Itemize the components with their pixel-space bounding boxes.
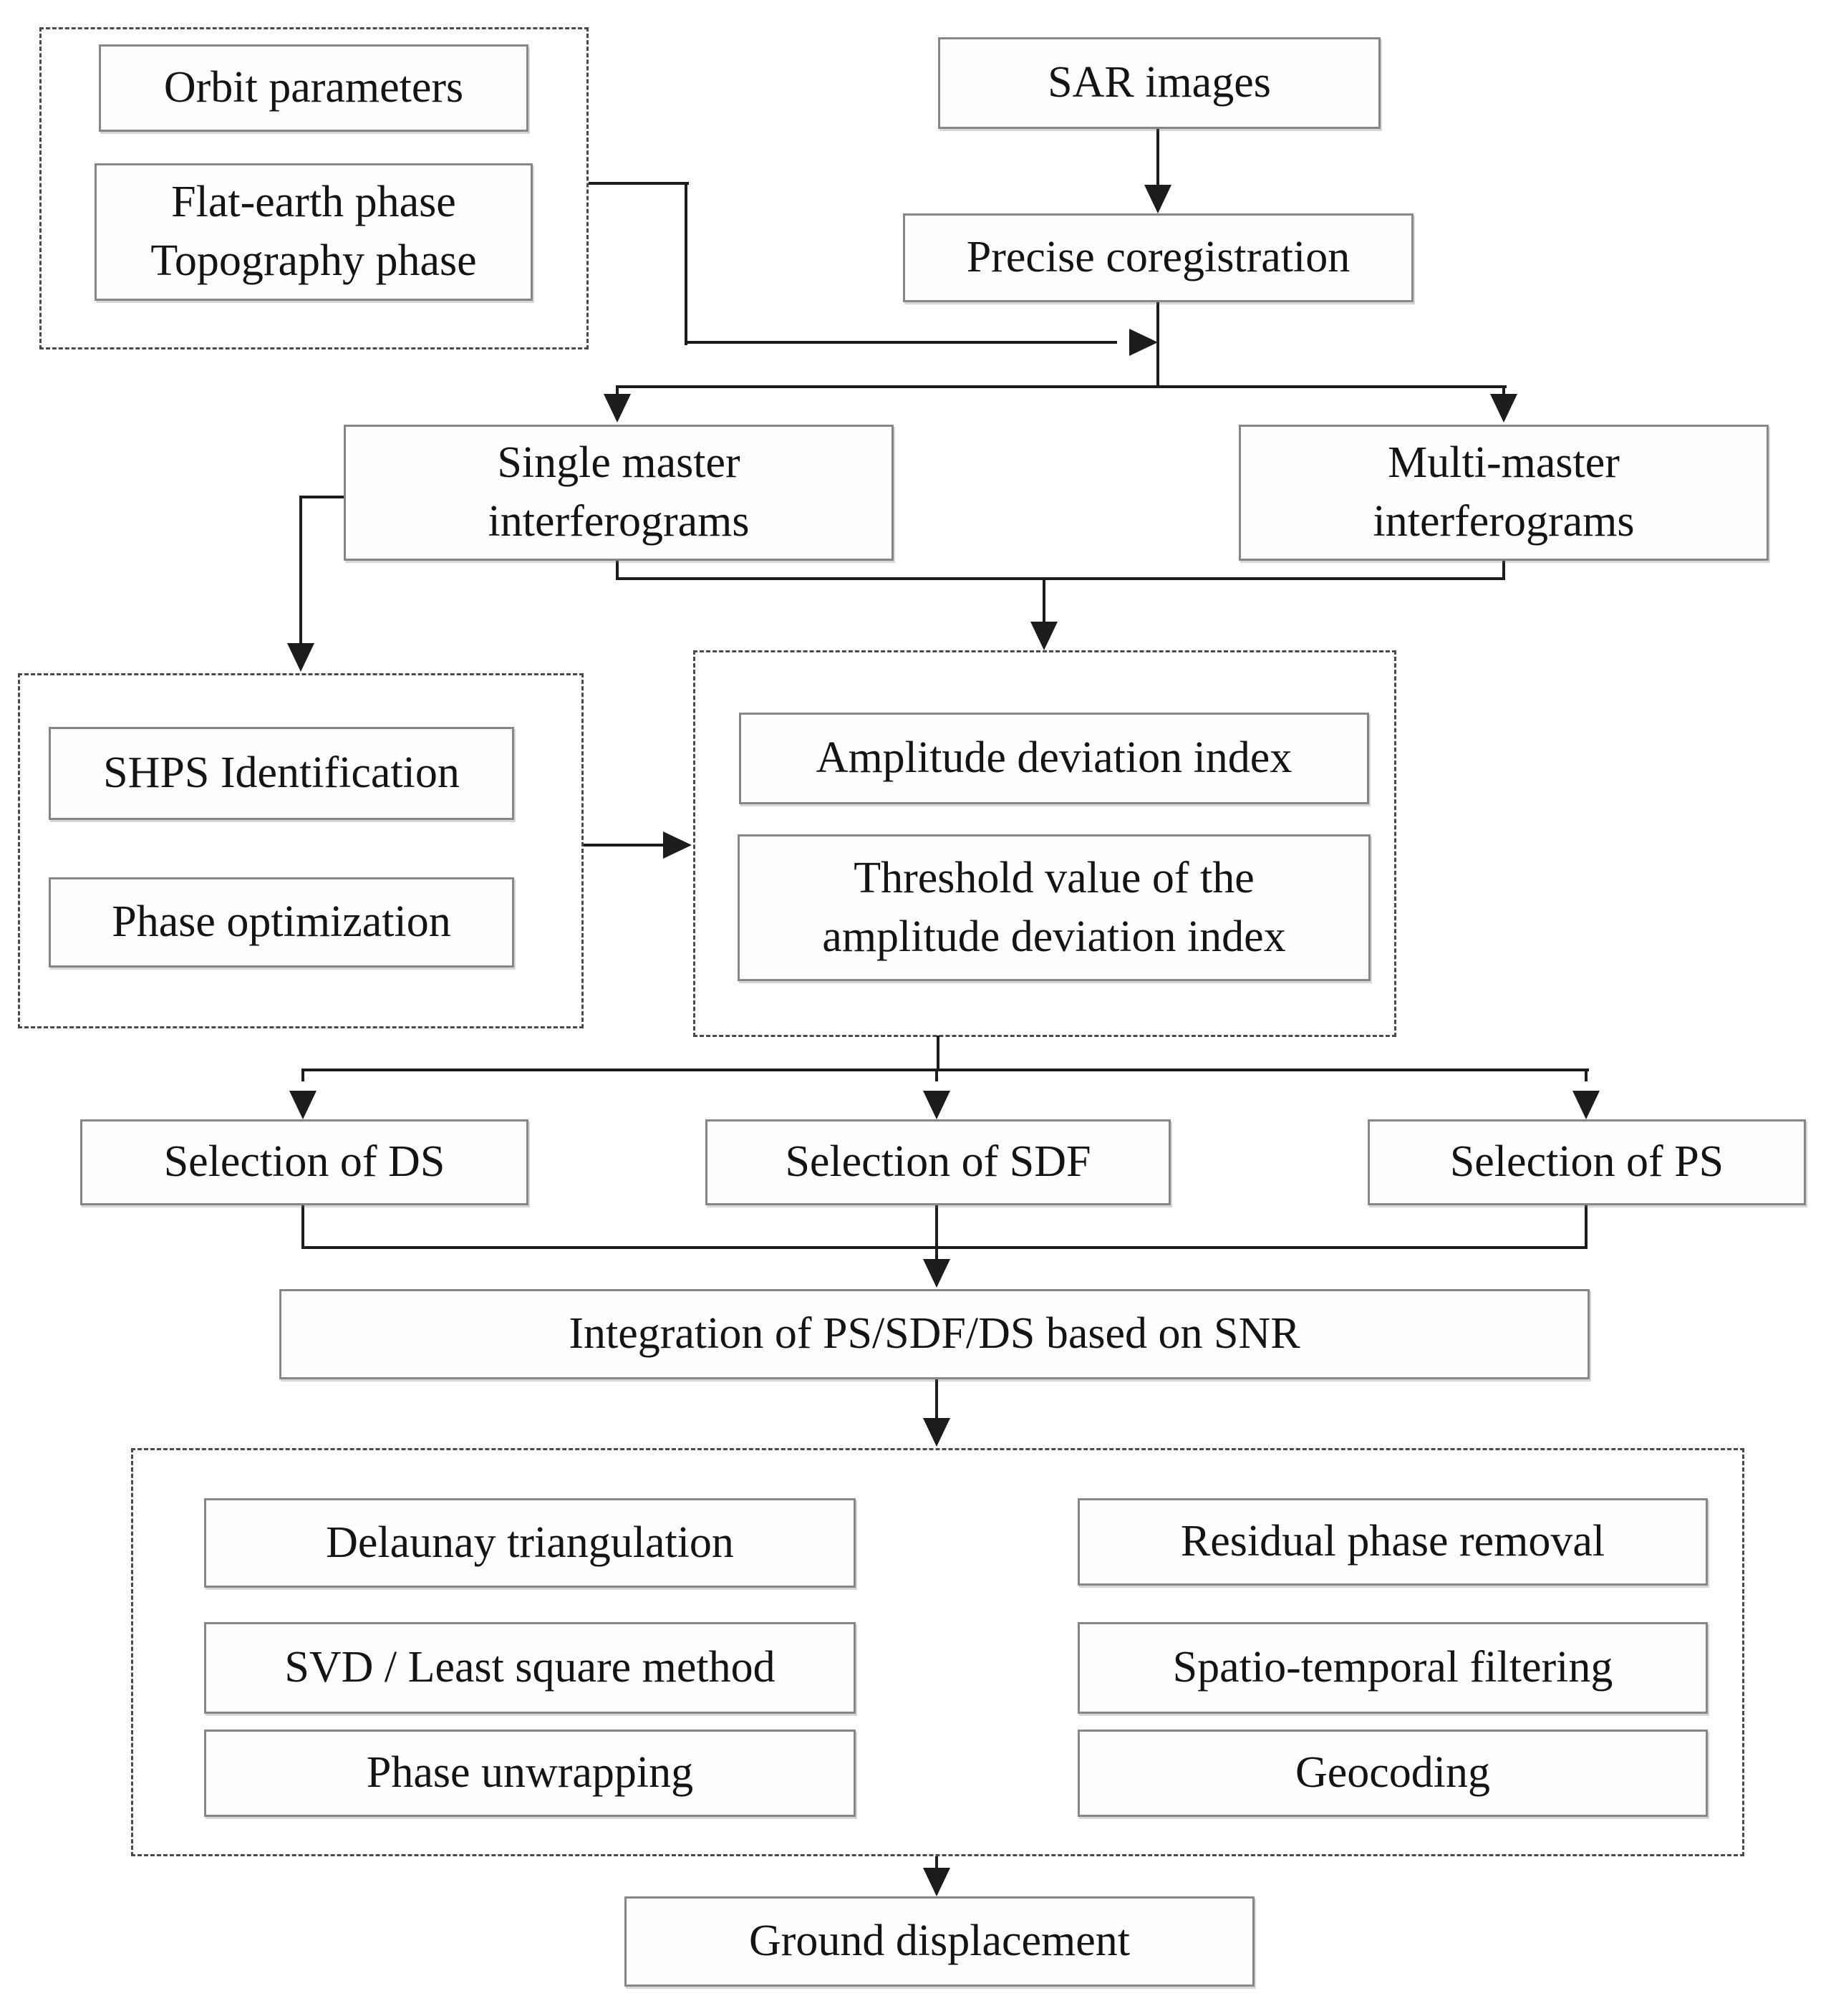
connector-amplitude-out bbox=[937, 1036, 939, 1071]
arrowhead-into-precise bbox=[1144, 185, 1171, 213]
arrowhead-into-selection-sdf bbox=[923, 1091, 950, 1119]
arrowhead-into-selection-ps bbox=[1572, 1091, 1600, 1119]
node-selection-of-sdf: Selection of SDF bbox=[705, 1119, 1171, 1205]
arrowhead-into-processing-group bbox=[923, 1418, 950, 1447]
node-label-line1: Flat-earth phase bbox=[171, 178, 456, 227]
node-label: Geocoding bbox=[1295, 1748, 1491, 1798]
node-selection-of-ps: Selection of PS bbox=[1368, 1119, 1806, 1205]
arrowhead-shps-into-amplitude bbox=[663, 831, 692, 859]
connector-single-branch-h bbox=[301, 496, 344, 498]
arrowhead-into-ground-displacement bbox=[923, 1868, 950, 1896]
node-integration-ps-sdf-ds: Integration of PS/SDF/DS based on SNR bbox=[279, 1289, 1590, 1379]
connector-split-left-stub bbox=[616, 385, 619, 398]
connector-multi-merge-stub bbox=[1502, 561, 1505, 580]
connector-split-right-stub bbox=[1502, 385, 1505, 398]
node-svd-least-square: SVD / Least square method bbox=[204, 1622, 856, 1714]
node-selection-of-ds: Selection of DS bbox=[80, 1119, 528, 1205]
connector-inputs-feed-v bbox=[685, 182, 687, 345]
connector-merge-to-amplitude bbox=[1043, 577, 1045, 623]
node-label-line1: Single master bbox=[497, 438, 740, 488]
node-label: Selection of DS bbox=[163, 1137, 445, 1187]
node-label: Delaunay triangulation bbox=[326, 1518, 734, 1567]
group-shps-processing bbox=[18, 673, 584, 1028]
node-sar-images: SAR images bbox=[938, 37, 1381, 129]
node-label-line2: interferograms bbox=[1373, 497, 1635, 546]
arrowhead-into-single-master bbox=[604, 394, 631, 423]
node-geocoding: Geocoding bbox=[1078, 1730, 1708, 1817]
node-label-line2: Topography phase bbox=[150, 236, 477, 285]
node-threshold-amplitude-deviation: Threshold value of the amplitude deviati… bbox=[738, 834, 1371, 981]
connector-inputs-feed-h1 bbox=[589, 182, 689, 185]
arrowhead-into-selection-ds bbox=[289, 1091, 317, 1119]
node-label-line2: amplitude deviation index bbox=[822, 912, 1286, 961]
node-label: Precise coregistration bbox=[966, 233, 1350, 282]
node-residual-phase-removal: Residual phase removal bbox=[1078, 1498, 1708, 1586]
node-label: Amplitude deviation index bbox=[816, 733, 1292, 783]
connector-ds-stub bbox=[301, 1069, 304, 1081]
connector-ps-merge bbox=[1585, 1205, 1588, 1249]
node-label: Integration of PS/SDF/DS based on SNR bbox=[569, 1309, 1300, 1359]
arrowhead-into-amplitude-group bbox=[1030, 622, 1058, 650]
group-amplitude-thresholding bbox=[693, 650, 1396, 1037]
node-label-line2: interferograms bbox=[488, 497, 750, 546]
node-label-line1: Threshold value of the bbox=[854, 853, 1255, 902]
arrowhead-into-integration bbox=[923, 1259, 950, 1288]
node-label: Selection of SDF bbox=[785, 1137, 1091, 1187]
connector-single-merge-stub bbox=[616, 561, 619, 580]
node-label: SHPS Identification bbox=[103, 748, 460, 798]
connector-sdf-through bbox=[935, 1205, 938, 1260]
node-label: Ground displacement bbox=[748, 1916, 1131, 1966]
node-single-master-interferograms: Single master interferograms bbox=[344, 425, 894, 561]
connector-ds-merge bbox=[301, 1205, 304, 1249]
node-label: Orbit parameters bbox=[163, 63, 464, 112]
node-label: Selection of PS bbox=[1449, 1137, 1724, 1187]
group-orbit-inputs bbox=[39, 27, 589, 349]
node-orbit-parameters: Orbit parameters bbox=[99, 44, 528, 132]
node-shps-identification: SHPS Identification bbox=[49, 727, 514, 820]
connector-processing-out bbox=[935, 1856, 938, 1872]
group-displacement-processing bbox=[131, 1448, 1744, 1856]
node-label: Residual phase removal bbox=[1180, 1517, 1605, 1566]
arrowhead-into-multi-master bbox=[1490, 394, 1517, 423]
connector-sar-to-precise bbox=[1156, 129, 1159, 188]
node-ground-displacement: Ground displacement bbox=[624, 1896, 1255, 1987]
node-precise-coregistration: Precise coregistration bbox=[903, 213, 1414, 302]
connector-split-horizontal bbox=[616, 385, 1507, 388]
node-label: Phase unwrapping bbox=[366, 1748, 694, 1798]
connector-selection-split bbox=[301, 1069, 1589, 1071]
node-label: SVD / Least square method bbox=[284, 1643, 775, 1692]
connector-shps-to-amplitude bbox=[584, 844, 664, 847]
connector-single-branch-v bbox=[299, 496, 302, 643]
arrowhead-feed-into-stem bbox=[1129, 329, 1158, 356]
node-label: SAR images bbox=[1048, 58, 1271, 107]
node-label: Spatio-temporal filtering bbox=[1172, 1643, 1613, 1692]
node-phase-optimization: Phase optimization bbox=[49, 877, 514, 968]
arrowhead-into-shps-group bbox=[287, 643, 314, 672]
node-phase-unwrapping: Phase unwrapping bbox=[204, 1730, 856, 1817]
node-delaunay-triangulation: Delaunay triangulation bbox=[204, 1498, 856, 1588]
node-label: Phase optimization bbox=[112, 897, 451, 947]
connector-sdf-stub bbox=[935, 1069, 938, 1081]
connector-selection-merge bbox=[301, 1246, 1588, 1249]
connector-inputs-feed-h2 bbox=[685, 341, 1117, 344]
node-spatio-temporal-filtering: Spatio-temporal filtering bbox=[1078, 1622, 1708, 1714]
node-label-line1: Multi-master bbox=[1388, 438, 1620, 488]
node-flat-earth-topography-phase: Flat-earth phase Topography phase bbox=[95, 163, 533, 301]
connector-integration-out bbox=[935, 1379, 938, 1419]
node-amplitude-deviation-index: Amplitude deviation index bbox=[739, 713, 1369, 804]
connector-ps-stub bbox=[1585, 1069, 1588, 1081]
connector-interferogram-merge bbox=[616, 577, 1505, 580]
node-multi-master-interferograms: Multi-master interferograms bbox=[1239, 425, 1769, 561]
connector-precise-stem bbox=[1156, 302, 1159, 388]
